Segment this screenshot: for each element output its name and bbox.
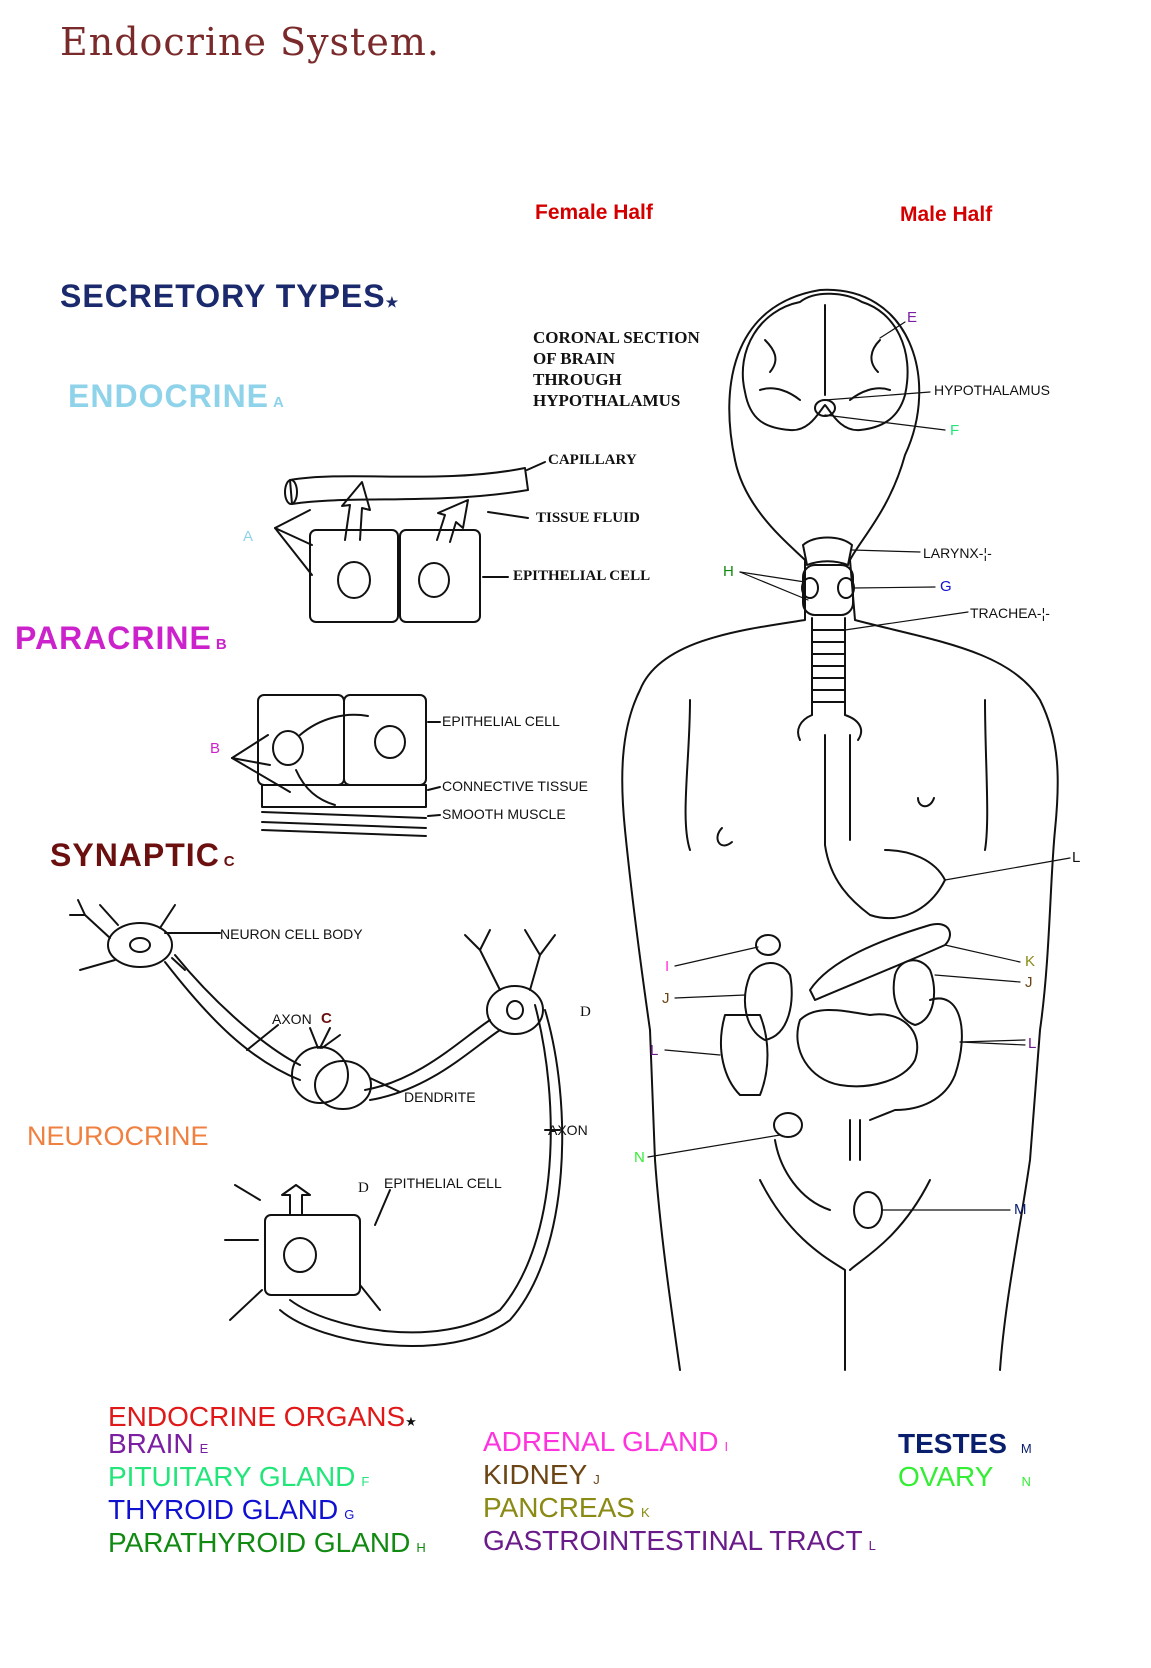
page-title: Endocrine System. [60,20,440,64]
gi-letter-l-right: L [1028,1035,1037,1052]
synaptic-illustration [69,899,556,1110]
capillary-label: CAPILLARY [548,452,637,468]
synaptic-letter-c: C [321,1010,332,1027]
brain-letter-e: E [907,309,918,326]
dendrite-label: DENDRITE [404,1089,476,1105]
neurocrine-letter-d: D [358,1180,369,1196]
brain-illustration [741,292,909,432]
neck-organs-illustration [797,536,863,741]
cross-mark-icon: -¦- [1036,605,1050,621]
trachea-label: TRACHEA-¦- [970,605,1050,621]
smooth-muscle-label: SMOOTH MUSCLE [442,806,566,822]
neurocrine-epithelial-cell-label: EPITHELIAL CELL [384,1175,502,1191]
synaptic-axon-label: AXON [272,1011,312,1027]
hypothalamus-label: HYPOTHALAMUS [934,382,1050,398]
neurocrine-axon-label: AXON [548,1122,588,1138]
endocrine-epithelial-cell-label: EPITHELIAL CELL [513,568,651,584]
human-body-outline [621,288,1059,1371]
tissue-fluid-label: TISSUE FLUID [536,510,640,526]
pituitary-letter-f: F [950,422,960,439]
endocrine-organs-heading: ENDOCRINE ORGANS★ [108,1401,417,1432]
testes-letter-m: M [1014,1201,1027,1218]
ovary-letter-n: N [634,1149,645,1166]
pancreas-letter-k: K [1025,953,1036,970]
paracrine-letter-b: B [210,740,221,757]
larynx-label: LARYNX-¦- [923,545,992,561]
neurocrine-illustration [224,1004,564,1348]
body-leader-lines [647,321,1071,1211]
gi-letter-l-left: L [650,1042,659,1059]
endocrine-illustration [274,461,546,623]
kidney-letter-j-right: J [1025,974,1033,991]
thyroid-letter-g: G [940,578,952,595]
synaptic-letter-d: D [580,1004,591,1020]
secretory-types-heading: SECRETORY TYPES★ [60,278,400,314]
neurocrine-type-heading: NEUROCRINE [27,1121,209,1151]
gi-letter-l-stomach: L [1072,849,1081,866]
parathyroid-letter-h: H [723,563,734,580]
paracrine-illustration [231,694,441,837]
connective-tissue-label: CONNECTIVE TISSUE [442,778,588,794]
cross-mark-icon: -¦- [978,545,992,561]
adrenal-letter-i: I [665,958,670,975]
kidney-letter-j-left: J [662,990,670,1007]
endocrine-letter-a: A [243,528,254,545]
neuron-cell-body-label: NEURON CELL BODY [220,926,363,942]
male-half-label: Male Half [900,203,993,226]
paracrine-epithelial-cell-label: EPITHELIAL CELL [442,713,560,729]
abdominal-organs-illustration [719,734,963,1229]
female-half-label: Female Half [535,201,653,224]
